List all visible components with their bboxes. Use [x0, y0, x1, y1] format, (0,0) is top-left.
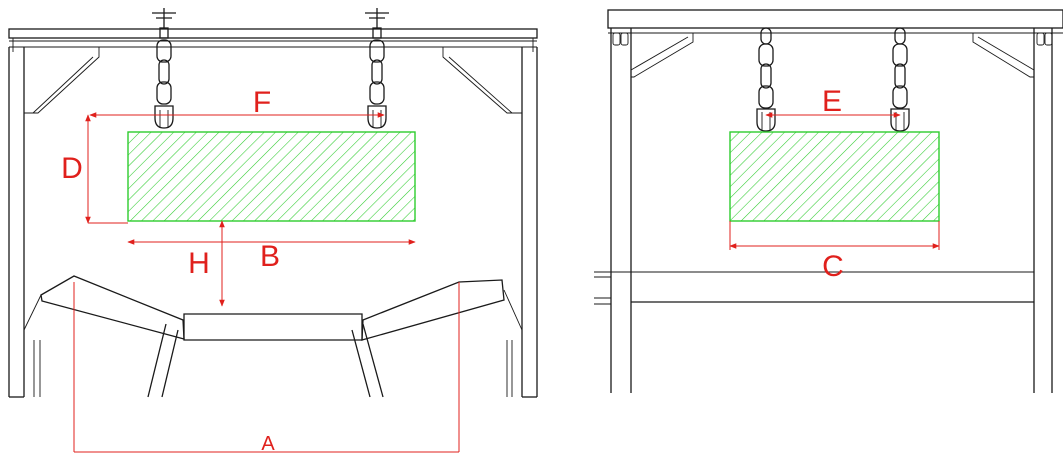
dim-F-label: F [253, 86, 271, 119]
front-idler-set [9, 275, 537, 398]
side-right-post [1033, 28, 1053, 393]
front-hanger-left [152, 8, 176, 129]
side-left-post [610, 28, 632, 393]
dim-C: C [729, 221, 940, 283]
side-top-beam [607, 9, 1063, 34]
dim-C-label: C [822, 250, 844, 283]
front-view: F D B H A [8, 8, 538, 455]
dim-B-label: B [260, 240, 280, 273]
dim-E: E [765, 85, 901, 118]
dim-E-label: E [822, 85, 842, 118]
front-top-beam [8, 28, 538, 52]
side-frame-rails [594, 271, 1034, 305]
front-hanger-right [365, 8, 389, 129]
dim-H-label: H [188, 247, 210, 280]
dim-D: D [61, 114, 128, 224]
front-right-post [521, 47, 538, 397]
front-gusset-left [24, 46, 100, 114]
side-hanger-left [756, 27, 776, 132]
dim-H: H [188, 220, 225, 307]
side-gusset-left [630, 32, 694, 78]
dim-B: B [127, 239, 416, 273]
side-magnet-block [729, 131, 940, 222]
dim-D-label: D [61, 152, 83, 185]
dim-A: A [73, 282, 460, 455]
dim-A-label: A [261, 433, 275, 455]
side-gusset-right [972, 32, 1035, 78]
side-view: E C [594, 9, 1063, 393]
dim-F: F [89, 86, 385, 119]
side-hanger-right [890, 27, 910, 132]
front-magnet-block [127, 131, 416, 222]
front-left-post [8, 47, 25, 397]
front-gusset-right [442, 46, 522, 114]
